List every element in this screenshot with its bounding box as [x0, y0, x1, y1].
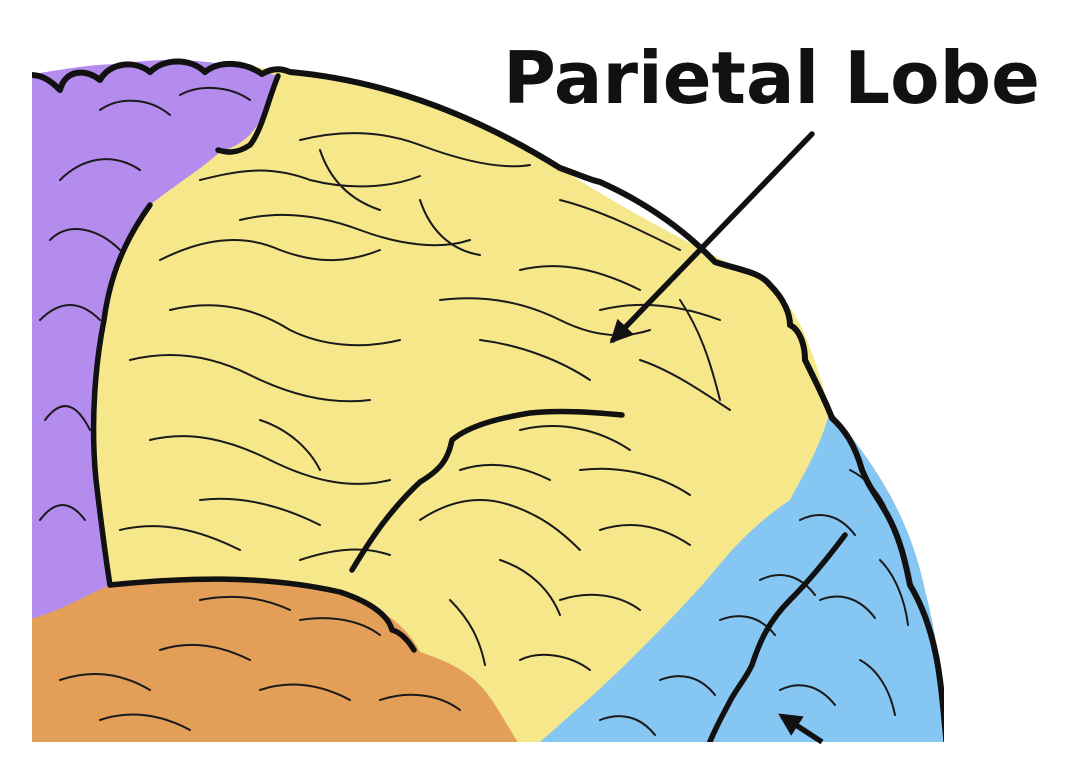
frontal-edge: [90, 202, 153, 588]
brain-outline: [32, 58, 944, 742]
intraparietal-sulcus: [349, 408, 625, 573]
central-sulcus: [215, 73, 281, 155]
parietal-pointer-arrow: [609, 131, 815, 344]
parietal-lobe-label: Parietal Lobe: [503, 36, 1040, 120]
occipital-pointer-arrow: [778, 713, 824, 745]
occipital-sulcus: [706, 532, 848, 742]
occipital-lobe-region: [540, 410, 944, 742]
temporal-lobe-region: [32, 579, 518, 742]
lateral-sulcus: [107, 576, 417, 653]
